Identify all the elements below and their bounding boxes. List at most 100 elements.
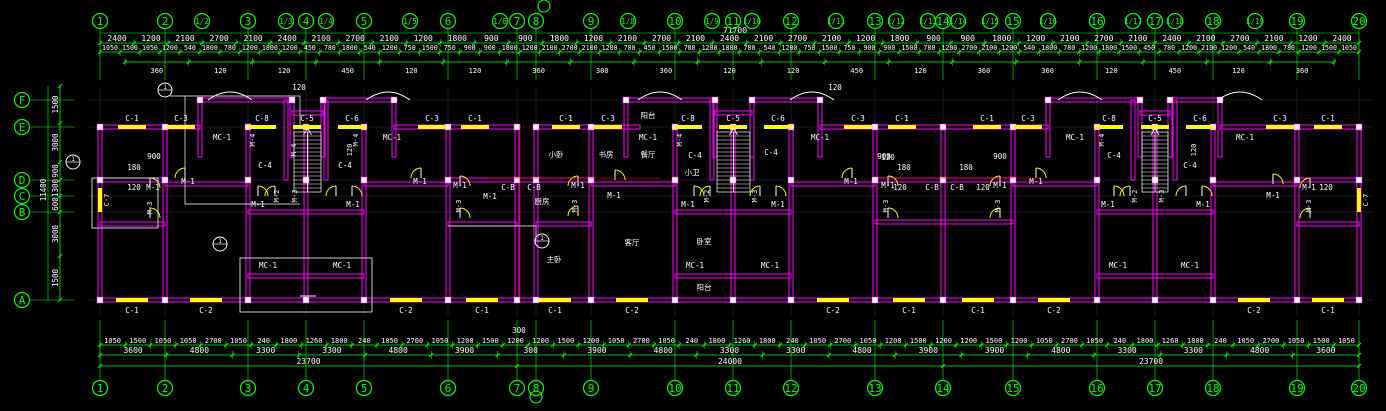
axis-bubble-aux-1/17 bbox=[1124, 12, 1142, 30]
dim-bottom-row1-text: 1500 bbox=[557, 337, 574, 345]
window-top-C-3 bbox=[1266, 125, 1294, 129]
dim-top-row1-text: 900 bbox=[960, 34, 975, 43]
room-label: 120 bbox=[292, 83, 306, 92]
axis-label-aux-1/16: 1/16 bbox=[1039, 17, 1058, 26]
dim-top-row2-text: 1200 bbox=[1181, 44, 1197, 52]
axis-bubble-bottom-9 bbox=[582, 379, 600, 397]
dim-left-text: 600 bbox=[51, 197, 60, 211]
column bbox=[1216, 96, 1224, 104]
dim-bottom-row2-text: 3300 bbox=[322, 346, 341, 355]
column bbox=[729, 296, 737, 304]
window-top-C-6 bbox=[1186, 125, 1214, 129]
room-label: MC-1 bbox=[686, 261, 704, 270]
axis-bubble-aux-1/2 bbox=[193, 12, 211, 30]
dim-bottom-row1-text: 1050 bbox=[1237, 337, 1254, 345]
axis-label-top-11: 11 bbox=[726, 15, 739, 28]
window-label-top: C-6 bbox=[1193, 114, 1207, 123]
room-label-vertical: M-4 bbox=[290, 144, 298, 157]
column bbox=[532, 123, 540, 131]
axis-label-bottom-20: 20 bbox=[1352, 382, 1365, 395]
dim-bottom-row1-text: 1800 bbox=[1137, 337, 1154, 345]
dim-top-row2-text: 2700 bbox=[961, 44, 977, 52]
window-label-top: C-3 bbox=[425, 114, 439, 123]
column bbox=[671, 296, 679, 304]
room-label: M-1 bbox=[881, 181, 895, 190]
dim-bottom-row1-text: 1050 bbox=[1086, 337, 1103, 345]
window-bottom-C-1 bbox=[893, 298, 925, 302]
section-bubble-label: 1 bbox=[540, 235, 544, 242]
dim-top-row2-text: 780 bbox=[1163, 44, 1175, 52]
section-bubble-label: 1 bbox=[218, 238, 222, 245]
dim-top-row2-text: 1800 bbox=[1101, 44, 1117, 52]
column bbox=[622, 96, 630, 104]
window-top-C-3 bbox=[844, 125, 872, 129]
dim-bottom-total-text: 23700 bbox=[1139, 357, 1163, 366]
room-label-vertical: M-4 bbox=[249, 134, 257, 147]
window-top-C-1 bbox=[973, 125, 1001, 129]
dim-bottom-mid: 300 bbox=[512, 326, 526, 335]
dim-bottom-row1-text: 1200 bbox=[1011, 337, 1028, 345]
dim-top-row2-text: 450 bbox=[644, 44, 656, 52]
dim-top-row3-text: 360 bbox=[978, 67, 991, 75]
room-label: M-1 bbox=[1266, 191, 1280, 200]
dim-top-row2-text: 780 bbox=[224, 44, 236, 52]
door-swing bbox=[887, 175, 899, 187]
wall-h bbox=[1212, 181, 1298, 187]
axis-label-aux-1/12: 1/12 bbox=[887, 17, 905, 26]
dim-bottom-row1-text: 2700 bbox=[406, 337, 423, 345]
column bbox=[1136, 96, 1144, 104]
door-swing bbox=[1113, 185, 1125, 197]
dim-top-row2-text: 2100 bbox=[582, 44, 598, 52]
axis-bubble-top-19 bbox=[1288, 12, 1306, 30]
room-label-vertical: M-3 bbox=[571, 200, 579, 213]
dim-bottom-row2-text: 3300 bbox=[720, 346, 739, 355]
column bbox=[513, 123, 521, 131]
wall-h bbox=[99, 221, 166, 227]
room-label: 阳台 bbox=[697, 282, 712, 292]
axis-label-bottom-8: 8 bbox=[533, 382, 540, 395]
axis-bubble-aux-1/14 bbox=[949, 12, 967, 30]
column bbox=[787, 176, 795, 184]
axis-bubble-left-D bbox=[13, 171, 31, 189]
axis-label-top-3: 3 bbox=[245, 15, 252, 28]
bay-window-arc bbox=[207, 91, 253, 101]
dim-top-row2-text: 2100 bbox=[981, 44, 997, 52]
room-label: M-1 bbox=[771, 200, 785, 209]
window-label-top: C-1 bbox=[1321, 114, 1335, 123]
column bbox=[244, 176, 252, 184]
room-label-vertical: M-2 bbox=[703, 190, 711, 203]
column bbox=[587, 176, 595, 184]
dim-bottom-row1-text: 1050 bbox=[381, 337, 398, 345]
axis-bubble-bottom-8 bbox=[527, 379, 545, 397]
dim-bottom-row2-text: 3900 bbox=[587, 346, 606, 355]
axis-label-aux-1/6: 1/6 bbox=[493, 17, 507, 26]
dim-bottom-row2-text: 4800 bbox=[1051, 346, 1070, 355]
dim-top-row2-text: 1200 bbox=[242, 44, 258, 52]
room-label-vertical: M-3 bbox=[146, 202, 154, 215]
axis-bubble-bottom-19 bbox=[1288, 379, 1306, 397]
dim-bottom-row1-text: 1050 bbox=[180, 337, 197, 345]
axis-bubble-aux-1/8 bbox=[619, 12, 637, 30]
room-label: M-1 bbox=[1302, 183, 1316, 192]
dim-bottom-row1-text: 1050 bbox=[1288, 337, 1305, 345]
wall-h bbox=[535, 221, 592, 227]
dim-top-row2-text: 1200 bbox=[282, 44, 298, 52]
window-top-C-8 bbox=[248, 125, 276, 129]
dim-left-tick bbox=[57, 120, 63, 126]
door-swing bbox=[989, 175, 1001, 187]
room-label: M-1 bbox=[413, 177, 427, 186]
dim-top-row3-text: 360 bbox=[150, 67, 163, 75]
window-label-top: C-3 bbox=[1021, 114, 1035, 123]
dim-top-row2-text: 540 bbox=[364, 44, 376, 52]
axis-label-bottom-16: 16 bbox=[1090, 382, 1103, 395]
axis-bubble-top-7 bbox=[508, 12, 526, 30]
dim-bottom-row2-text: 3600 bbox=[1316, 346, 1335, 355]
wall-h bbox=[1096, 209, 1214, 215]
dim-top-row1-text: 900 bbox=[484, 34, 499, 43]
dim-bottom-row1-text: 1500 bbox=[129, 337, 146, 345]
dim-bottom-total-text: 23700 bbox=[296, 357, 320, 366]
axis-bubble-top-2 bbox=[156, 12, 174, 30]
column bbox=[161, 296, 169, 304]
room-label: C-4 bbox=[688, 151, 702, 160]
